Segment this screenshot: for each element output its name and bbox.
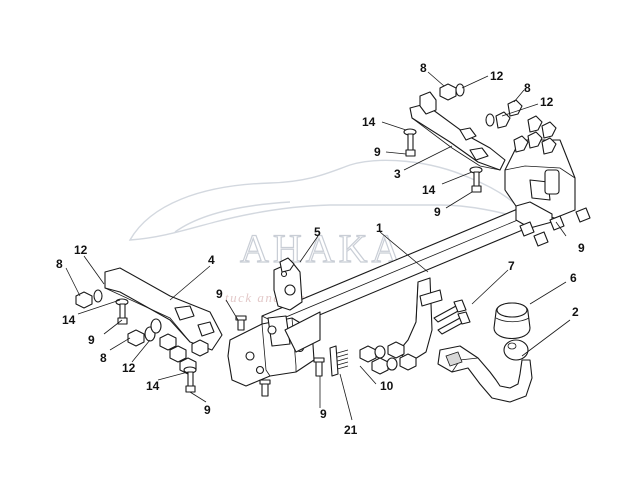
upper-right-fasteners — [403, 83, 591, 247]
callout-3: 3 — [394, 167, 401, 181]
bracket-right-upper — [409, 103, 576, 219]
bracket-left — [104, 267, 223, 351]
callout-5: 5 — [314, 225, 321, 239]
callout-8-left-top: 8 — [56, 257, 63, 271]
callout-14-top: 14 — [362, 115, 376, 129]
callout-21: 21 — [344, 423, 358, 437]
left-mount-plate — [227, 311, 321, 387]
callout-8-top: 8 — [420, 61, 427, 75]
watermark: AHAKA tuck and travel — [128, 159, 532, 305]
callout-9-mid: 9 — [434, 205, 441, 219]
callout-9-top: 9 — [374, 145, 381, 159]
callout-7: 7 — [508, 259, 515, 273]
lower-bolts-9 — [259, 357, 325, 397]
bracket-plate-5 — [273, 261, 303, 311]
callout-14-left: 14 — [62, 313, 76, 327]
callout-9-left-bottom: 9 — [204, 403, 211, 417]
watermark-brand: AHAKA — [240, 226, 404, 271]
callout-14-left-bottom: 14 — [146, 379, 160, 393]
nut-stack-10 — [359, 341, 417, 375]
callout-9-left: 9 — [88, 333, 95, 347]
callout-1: 1 — [376, 221, 383, 235]
callout-8-left: 8 — [100, 351, 107, 365]
callout-4: 4 — [208, 253, 215, 267]
spring-clip-21 — [329, 345, 349, 377]
callout-9-right: 9 — [578, 241, 585, 255]
callout-12-left-top: 12 — [74, 243, 88, 257]
callout-12-right: 12 — [540, 95, 554, 109]
callout-10: 10 — [380, 379, 394, 393]
leader-lines — [65, 71, 571, 421]
callout-2: 2 — [572, 305, 579, 319]
callout-12-top: 12 — [490, 69, 504, 83]
callout-9-left-top: 9 — [216, 287, 223, 301]
callout-8-right: 8 — [524, 81, 531, 95]
callout-14-mid: 14 — [422, 183, 436, 197]
left-fasteners — [75, 257, 295, 393]
callout-12-left: 12 — [122, 361, 136, 375]
towball-neck — [437, 339, 533, 403]
bolts-7 — [433, 299, 471, 335]
watermark-car-icon — [128, 159, 532, 241]
callout-labels: 8 12 8 12 14 9 3 14 9 1 5 9 4 12 8 7 6 9… — [56, 61, 585, 437]
callout-6: 6 — [570, 271, 577, 285]
callout-9-bottom: 9 — [320, 407, 327, 421]
towball-cover — [493, 302, 531, 340]
